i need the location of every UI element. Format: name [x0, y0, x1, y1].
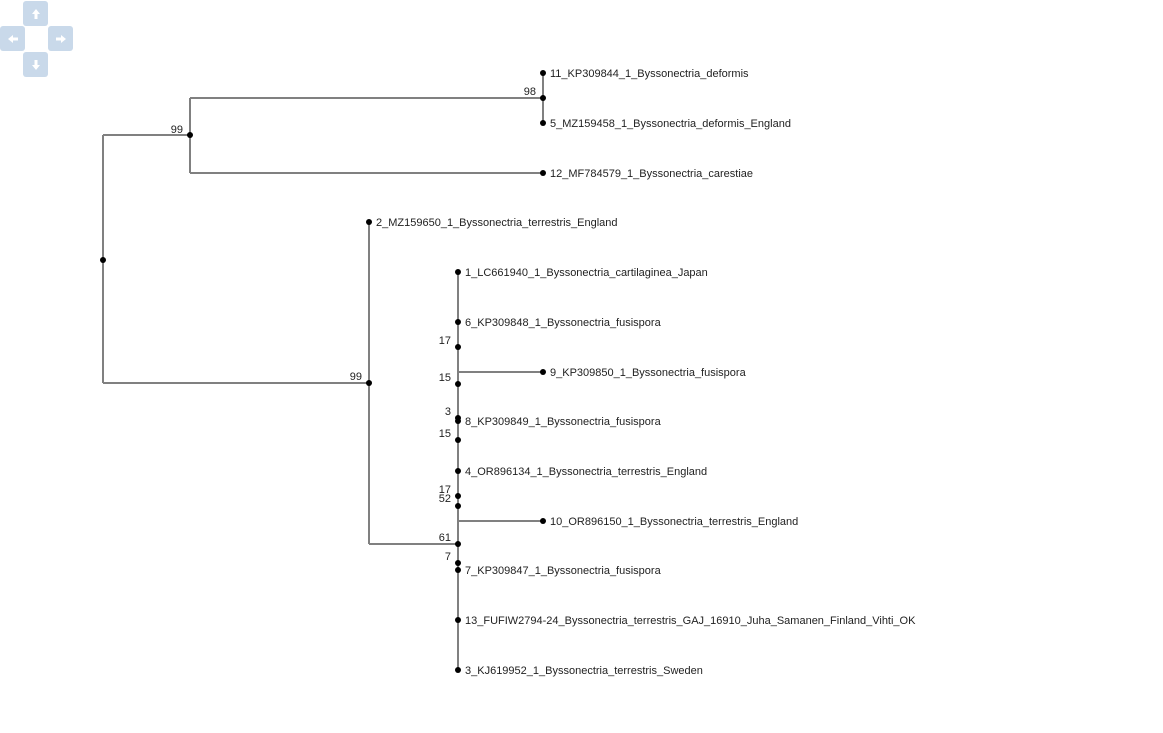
leaf-label[interactable]: 10_OR896150_1_Byssonectria_terrestris_En… — [550, 516, 798, 528]
internal-node — [455, 437, 461, 443]
pan-right-button[interactable] — [48, 26, 73, 51]
bootstrap-support-value: 17 — [439, 484, 451, 496]
tree-branches — [102, 73, 544, 670]
internal-node — [187, 132, 193, 138]
leaf-label[interactable]: 13_FUFIW2794-24_Byssonectria_terrestris_… — [465, 615, 916, 627]
leaf-node[interactable] — [455, 319, 461, 325]
leaf-label[interactable]: 3_KJ619952_1_Byssonectria_terrestris_Swe… — [465, 665, 703, 677]
leaf-label[interactable]: 12_MF784579_1_Byssonectria_carestiae — [550, 168, 753, 180]
leaf-label[interactable]: 1_LC661940_1_Byssonectria_cartilaginea_J… — [465, 267, 708, 279]
arrow-left-icon — [7, 33, 19, 45]
pan-left-button[interactable] — [0, 26, 25, 51]
leaf-label[interactable]: 5_MZ159458_1_Byssonectria_deformis_Engla… — [550, 118, 791, 130]
root-node — [100, 257, 106, 263]
leaf-label[interactable]: 7_KP309847_1_Byssonectria_fusispora — [465, 565, 662, 577]
bootstrap-support-value: 61 — [439, 532, 451, 544]
leaf-node[interactable] — [455, 468, 461, 474]
internal-node — [366, 380, 372, 386]
bootstrap-support-value: 52 — [439, 493, 451, 505]
internal-node — [455, 381, 461, 387]
bootstrap-support-value: 17 — [439, 335, 451, 347]
leaf-node[interactable] — [455, 667, 461, 673]
leaf-node[interactable] — [540, 369, 546, 375]
arrow-up-icon — [30, 8, 42, 20]
leaf-node[interactable] — [455, 269, 461, 275]
leaf-node[interactable] — [540, 518, 546, 524]
pan-down-button[interactable] — [23, 52, 48, 77]
leaf-node[interactable] — [366, 219, 372, 225]
leaf-label[interactable]: 11_KP309844_1_Byssonectria_deformis — [550, 68, 749, 80]
bootstrap-support-value: 3 — [445, 406, 451, 418]
tree-nodes — [100, 95, 546, 566]
leaf-label[interactable]: 6_KP309848_1_Byssonectria_fusispora — [465, 317, 662, 329]
arrow-down-icon — [30, 59, 42, 71]
leaf-node[interactable] — [540, 120, 546, 126]
leaf-node[interactable] — [540, 170, 546, 176]
internal-node — [455, 560, 461, 566]
leaf-node[interactable] — [455, 418, 461, 424]
internal-node — [455, 493, 461, 499]
bootstrap-support-value: 15 — [439, 372, 451, 384]
tree-leaves: 11_KP309844_1_Byssonectria_deformis 5_MZ1… — [366, 68, 916, 677]
leaf-node[interactable] — [455, 617, 461, 623]
internal-node — [540, 95, 546, 101]
bootstrap-support-value: 7 — [445, 551, 451, 563]
arrow-right-icon — [55, 33, 67, 45]
leaf-label[interactable]: 9_KP309850_1_Byssonectria_fusispora — [550, 367, 747, 379]
leaf-node[interactable] — [540, 70, 546, 76]
bootstrap-support-value: 15 — [439, 428, 451, 440]
leaf-label[interactable]: 4_OR896134_1_Byssonectria_terrestris_Eng… — [465, 466, 707, 478]
bootstrap-support-value: 98 — [524, 86, 536, 98]
pan-up-button[interactable] — [23, 1, 48, 26]
bootstrap-support-value: 99 — [171, 124, 183, 136]
leaf-label[interactable]: 8_KP309849_1_Byssonectria_fusispora — [465, 416, 662, 428]
leaf-node[interactable] — [455, 567, 461, 573]
internal-node — [455, 503, 461, 509]
bootstrap-support-value: 99 — [350, 371, 362, 383]
internal-node — [455, 541, 461, 547]
internal-node — [455, 344, 461, 350]
leaf-label[interactable]: 2_MZ159650_1_Byssonectria_terrestris_Eng… — [376, 217, 618, 229]
